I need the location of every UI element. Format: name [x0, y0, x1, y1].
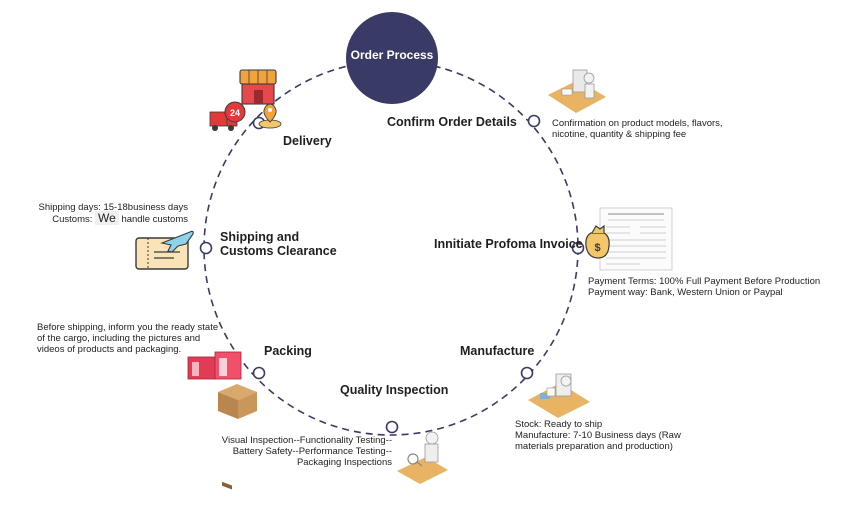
- quality-desc-line: Packaging Inspections: [296, 457, 392, 468]
- packing-desc-line: videos of products and packaging.: [37, 344, 182, 355]
- shipping-desc-customs-suffix: handle customs: [118, 214, 188, 225]
- quality-desc-line: Visual Inspection--Functionality Testing…: [221, 435, 392, 446]
- packing-step-title: Packing: [264, 344, 312, 358]
- node-shipping: [199, 241, 213, 255]
- invoice-step-title: Innitiate Profoma Invoice: [434, 237, 583, 251]
- node-manufacture: [520, 366, 534, 380]
- confirm-description: Confirmation on product models, flavors,…: [552, 118, 723, 140]
- quality-step-title: Quality Inspection: [340, 383, 449, 397]
- invoice-document-icon: $: [585, 207, 673, 271]
- desk-worker-icon: [548, 69, 606, 113]
- airplane-ticket-icon: [135, 230, 194, 270]
- svg-text:$: $: [594, 242, 600, 254]
- shipping-desc-line2: Customs: We handle customs: [39, 211, 188, 225]
- shipping-desc-customs-prefix: Customs:: [52, 214, 96, 225]
- package-box-icon: [187, 351, 257, 490]
- manufacture-desc-line: Manufacture: 7-10 Business days (Raw: [515, 430, 681, 441]
- hub-title: Order Process: [350, 48, 434, 62]
- node-packing: [252, 366, 266, 380]
- inspector-icon: [397, 431, 448, 484]
- invoice-desc-line: Payment way: Bank, Western Union or Payp…: [588, 287, 783, 298]
- shipping-description: Shipping days: 15-18business days Custom…: [39, 202, 188, 225]
- node-confirm: [527, 114, 541, 128]
- manufacture-desc-line: Stock: Ready to ship: [515, 419, 603, 430]
- confirm-step-title: Confirm Order Details: [387, 115, 517, 129]
- shipping-desc-we: We: [95, 211, 119, 225]
- packing-desc-line: Before shipping, inform you the ready st…: [37, 322, 219, 333]
- shipping-step-title-line1: Shipping and: [220, 230, 300, 244]
- shipping-desc-line1: Shipping days: 15-18business days: [38, 202, 188, 213]
- node-invoice: [571, 241, 585, 255]
- order-process-hub: [346, 12, 438, 104]
- manufacture-desc-line: materials preparation and production): [515, 441, 673, 452]
- quality-desc-line: Battery Safety--Performance Testing--: [232, 446, 392, 457]
- delivery-step-title: Delivery: [283, 134, 332, 148]
- packing-desc-line: of the cargo, including the pictures and: [37, 333, 201, 344]
- manufacture-step-title: Manufacture: [460, 344, 535, 358]
- shipping-step-title-line2: Customs Clearance: [220, 244, 337, 258]
- confirm-desc-line: Confirmation on product models, flavors,: [552, 118, 723, 129]
- quality-description: Visual Inspection--Functionality Testing…: [222, 435, 392, 468]
- invoice-desc-line: Payment Terms: 100% Full Payment Before …: [588, 276, 821, 287]
- shop-delivery-truck-icon: 24: [209, 69, 282, 131]
- confirm-desc-line: nicotine, quantity & shipping fee: [552, 129, 687, 140]
- manufacture-description: Stock: Ready to ship Manufacture: 7-10 B…: [515, 419, 681, 452]
- invoice-description: Payment Terms: 100% Full Payment Before …: [588, 276, 820, 298]
- node-quality: [385, 420, 399, 434]
- factory-worker-icon: [528, 373, 590, 418]
- packing-description: Before shipping, inform you the ready st…: [37, 322, 218, 355]
- delivery-24-badge: 24: [230, 108, 240, 118]
